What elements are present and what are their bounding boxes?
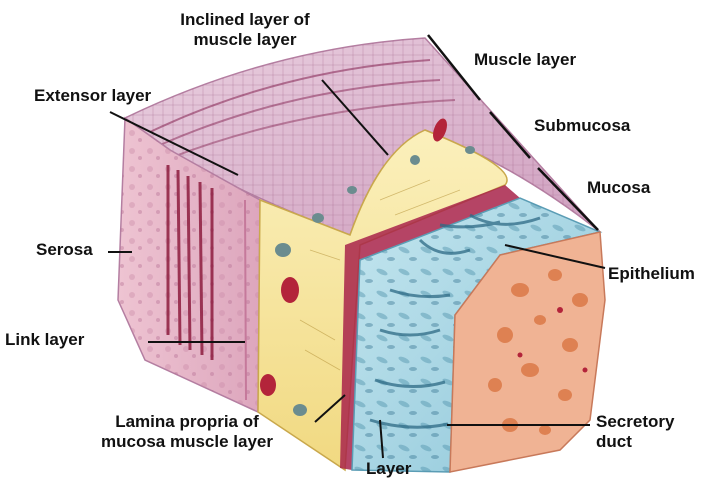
submucosa-label: Submucosa bbox=[534, 116, 630, 136]
extensor-layer-label: Extensor layer bbox=[34, 86, 151, 106]
muscle-layer-label: Muscle layer bbox=[474, 50, 576, 70]
link-layer-label: Link layer bbox=[5, 330, 84, 350]
epithelium-label: Epithelium bbox=[608, 264, 695, 284]
mucosa-label: Mucosa bbox=[587, 178, 650, 198]
inclined-layer-label: Inclined layer of muscle layer bbox=[160, 10, 330, 50]
layer-label: Layer bbox=[366, 459, 411, 479]
serosa-label: Serosa bbox=[36, 240, 93, 260]
secretory-duct-label: Secretory duct bbox=[596, 412, 674, 452]
lamina-propria-label: Lamina propria of mucosa muscle layer bbox=[82, 412, 292, 452]
